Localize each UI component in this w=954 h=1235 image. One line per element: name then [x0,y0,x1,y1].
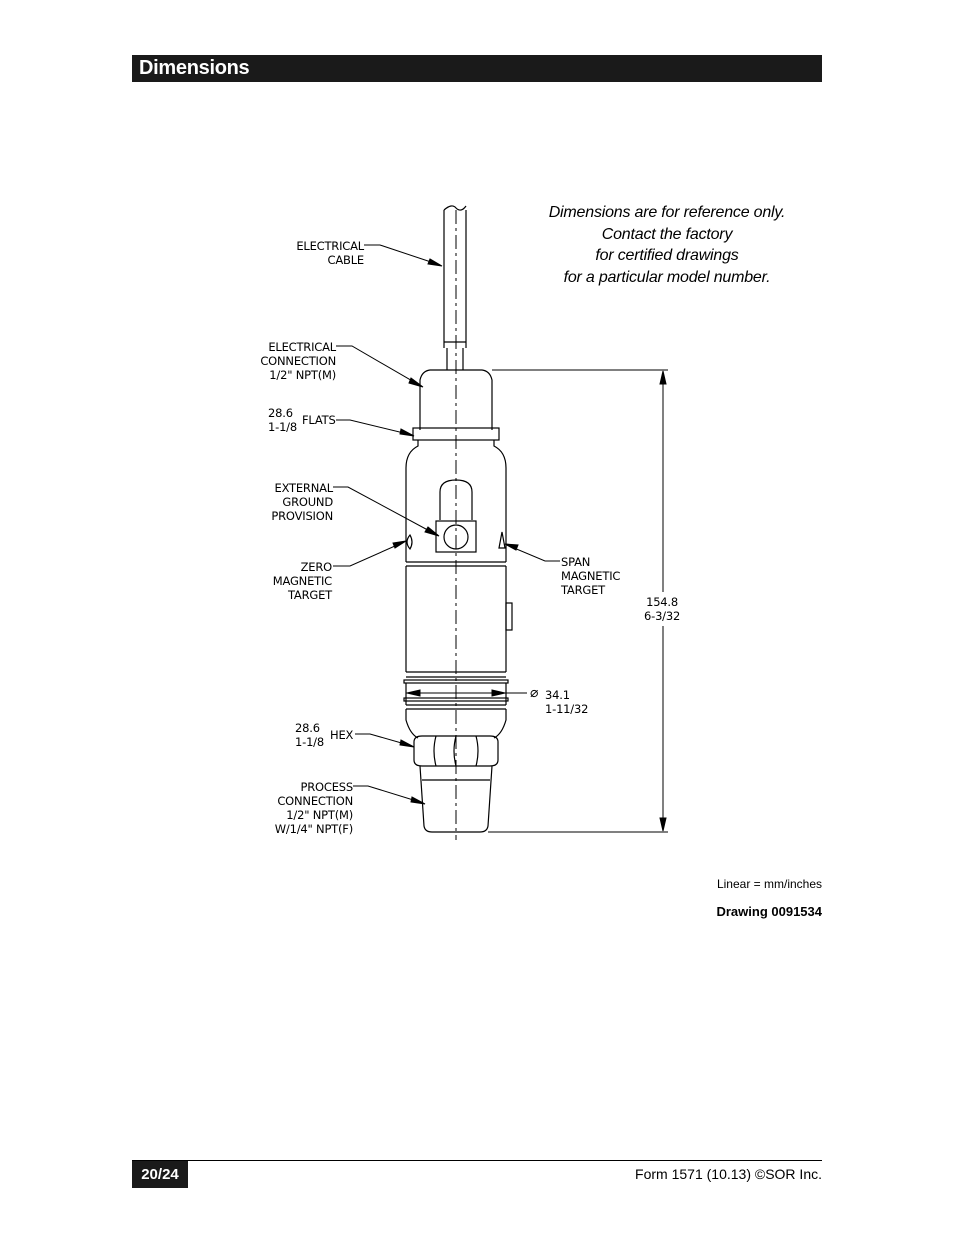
diameter-symbol: ⌀ [530,685,539,701]
drawing-number: Drawing 0091534 [716,904,822,919]
callout-flats-dimension: 28.6 1-1/8 [268,406,297,434]
callout-hex-dimension: 28.6 1-1/8 [295,721,324,749]
callout-process-connection: PROCESS CONNECTION 1/2" NPT(M) W/1/4" NP… [274,780,353,836]
callout-flats: FLATS [302,413,336,427]
section-title: Dimensions [139,57,250,79]
callout-electrical-cable: ELECTRICAL CABLE [296,239,364,267]
hex-nut [413,735,499,767]
callout-electrical-connection: ELECTRICAL CONNECTION 1/2" NPT(M) [260,340,336,382]
units-note: Linear = mm/inches [716,877,822,891]
span-target [498,531,506,549]
process-connection [419,765,493,833]
note-line: Dimensions are for reference only. [548,204,786,221]
form-number: Form 1571 (10.13) ©SOR Inc. [635,1166,822,1182]
callout-diameter: 34.1 1-11/32 [545,688,589,716]
section-header-bar: Dimensions [132,55,822,82]
note-line: Contact the factory [601,225,733,243]
note-line: for certified drawings [595,247,739,264]
callout-overall-length: 154.8 6-3/32 [644,595,681,623]
footer-rule [132,1160,822,1161]
callout-external-ground: EXTERNAL GROUND PROVISION [271,481,333,523]
callout-span-target: SPAN MAGNETIC TARGET [561,555,621,597]
callout-hex: HEX [330,728,354,742]
reference-note: Dimensions are for reference only. Conta… [532,202,802,288]
zero-target [406,533,413,551]
callout-zero-target: ZERO MAGNETIC TARGET [272,560,332,602]
note-line: for a particular model number. [563,268,771,286]
cable-outline [443,210,467,348]
upper-housing [405,440,507,562]
cable-break [443,205,467,211]
page-number: 20/24 [132,1161,188,1188]
